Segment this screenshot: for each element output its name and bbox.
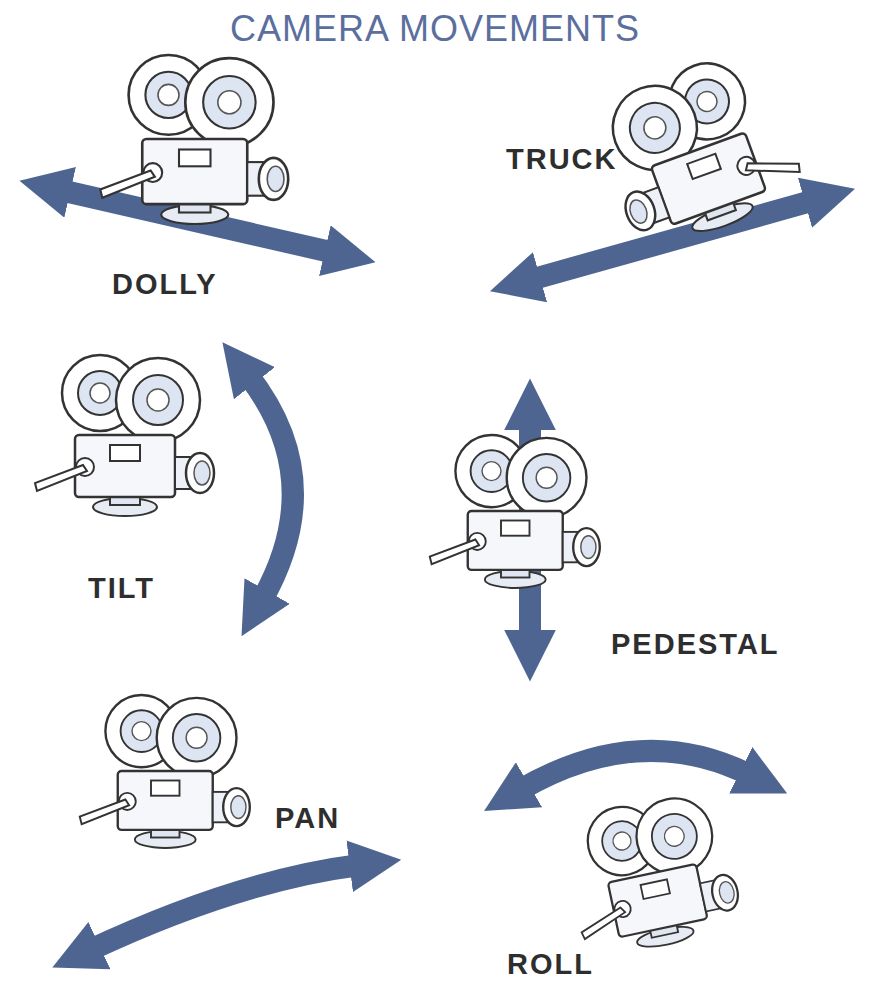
dolly-camera <box>100 55 288 224</box>
pedestal-camera <box>430 435 600 588</box>
page-title: CAMERA MOVEMENTS <box>230 8 640 50</box>
truck-camera <box>587 44 810 257</box>
movement-label: ROLL <box>507 948 594 981</box>
pan-camera <box>80 695 250 848</box>
movement-label: PAN <box>275 802 340 835</box>
movement-label: TILT <box>88 572 155 605</box>
movement-label: PEDESTAL <box>611 628 780 661</box>
movement-label: TRUCK <box>506 143 618 176</box>
movement-label: DOLLY <box>112 268 218 301</box>
tilt-camera <box>35 355 214 516</box>
roll-camera <box>558 786 746 961</box>
